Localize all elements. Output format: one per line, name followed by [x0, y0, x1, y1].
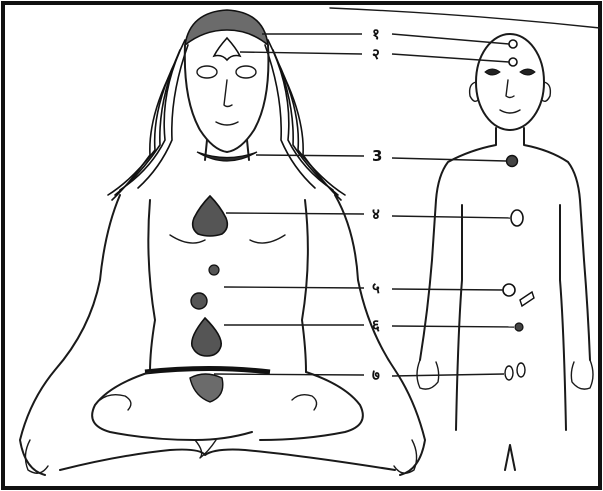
leader-line-7-right	[392, 374, 504, 376]
muladhara-point	[190, 374, 223, 402]
seated-figure	[20, 10, 425, 475]
label-1-text: १	[372, 25, 380, 43]
standing-chakra-2	[509, 58, 517, 66]
leader-line-4-left	[226, 213, 364, 214]
standing-figure-right-torso	[560, 205, 566, 430]
seated-figure-lower-legs	[60, 450, 395, 470]
leader-line-2-left	[240, 52, 362, 54]
page-edge-line	[330, 8, 600, 28]
anahata-lotus	[193, 196, 228, 236]
standing-chakra-4	[511, 210, 523, 226]
label-5-text: ५	[372, 279, 380, 297]
leader-line-5-right	[392, 289, 503, 290]
standing-chakra-5	[503, 284, 515, 296]
label-6-text: ६	[372, 316, 380, 334]
label-2-text: २	[372, 45, 380, 63]
standing-figure-right-side	[524, 128, 590, 360]
seated-figure-left-torso	[148, 200, 155, 372]
standing-figure-right-hand	[571, 360, 593, 389]
leader-line-5-left	[224, 287, 364, 288]
manipura-point	[191, 293, 207, 309]
standing-figure-right-eye	[520, 69, 535, 75]
standing-chakra-3	[507, 156, 518, 167]
seated-figure-right-torso	[302, 200, 308, 372]
label-1: १	[262, 25, 509, 44]
seated-figure-right-arm	[335, 195, 425, 475]
seated-figure-left-foot	[100, 395, 131, 410]
standing-figure-nose	[506, 80, 514, 98]
label-3-text: 3	[372, 147, 382, 165]
standing-figure	[417, 34, 593, 470]
standing-figure-left-side	[420, 128, 496, 360]
standing-chakra-1	[509, 40, 517, 48]
standing-figure-left-eye	[485, 69, 500, 75]
leader-line-6-right	[392, 326, 514, 327]
seated-figure-left-eye	[197, 66, 217, 78]
standing-figure-head	[476, 34, 544, 130]
ajna-lotus	[214, 38, 240, 60]
seated-figure-right-leg	[260, 372, 363, 440]
standing-chakra-7a	[505, 366, 513, 380]
seated-figure-head	[185, 45, 269, 152]
standing-figure-legs	[505, 445, 515, 470]
seated-figure-left-leg	[92, 372, 252, 440]
chakra-point-small	[209, 265, 219, 275]
seated-figure-right-eye	[236, 66, 256, 78]
seated-figure-nose	[224, 80, 232, 107]
standing-figure-mouth	[500, 110, 520, 113]
leader-line-1-right	[392, 34, 509, 44]
label-4: ४	[226, 205, 510, 223]
seated-figure-hair	[108, 40, 345, 200]
waist-belt	[145, 369, 270, 373]
seated-figure-mouth	[216, 122, 238, 125]
seated-figure-left-hand	[25, 440, 48, 473]
standing-chakra-5b	[520, 292, 534, 306]
leader-line-3-left	[256, 155, 364, 156]
leader-line-4-right	[392, 216, 510, 218]
seated-figure-left-arm	[20, 195, 120, 475]
label-2: २	[240, 45, 509, 63]
standing-figure-left-torso	[456, 205, 462, 430]
label-4-text: ४	[372, 205, 380, 223]
leader-line-2-right	[392, 54, 509, 62]
seated-figure-right-foot	[292, 395, 317, 410]
seated-figure-chest	[170, 235, 285, 243]
standing-chakra-6	[515, 323, 523, 331]
leader-line-7-left	[214, 374, 364, 375]
svadhisthana-drop	[192, 318, 221, 356]
standing-chakra-7b	[517, 363, 525, 377]
label-7-text: ७	[372, 366, 380, 384]
